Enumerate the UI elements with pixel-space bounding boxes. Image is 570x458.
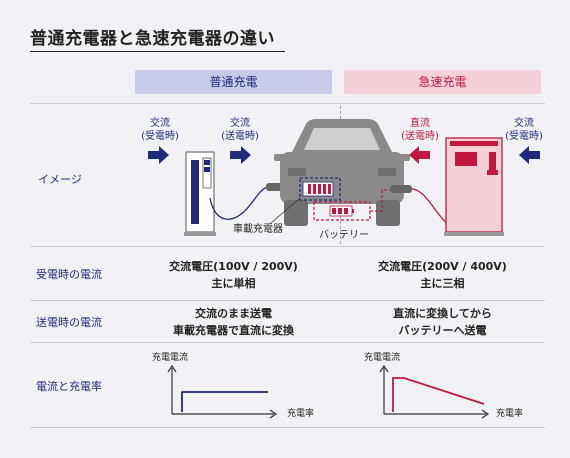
normal-in-label-1: 交流 <box>150 116 170 129</box>
receive-fast-cell: 交流電圧(200V / 400V) 主に三相 <box>344 258 541 292</box>
fast-graph-xlabel: 充電率 <box>496 407 523 419</box>
onboard-charger-pointer <box>269 197 301 225</box>
row-label-send: 送電時の電流 <box>36 316 102 329</box>
send-normal-line1: 交流のまま送電 <box>195 307 272 320</box>
arrow-left-icon <box>519 146 540 164</box>
arrow-right-icon <box>230 146 251 164</box>
column-header-fast: 急速充電 <box>344 70 541 94</box>
receive-fast-line1: 交流電圧(200V / 400V) <box>378 260 507 273</box>
fast-out-label-1: 直流 <box>410 116 430 129</box>
receive-fast-line2: 主に三相 <box>420 277 465 290</box>
row-label-curve: 電流と充電率 <box>36 380 102 393</box>
fast-charger-icon <box>444 137 504 236</box>
receive-normal-cell: 交流電圧(100V / 200V) 主に単相 <box>135 258 332 292</box>
page-title: 普通充電器と急速充電器の違い <box>30 29 275 49</box>
onboard-charger-icon <box>302 181 334 197</box>
normal-graph-ylabel: 充電電流 <box>152 351 188 363</box>
battery-icon <box>329 205 354 217</box>
normal-in-label-2: (受電時) <box>141 130 179 142</box>
row-divider <box>30 103 545 104</box>
arrow-right-icon <box>148 146 169 164</box>
fast-current-line <box>392 377 485 412</box>
receive-normal-line2: 主に単相 <box>211 277 256 290</box>
row-label-receive: 受電時の電流 <box>36 268 102 281</box>
row-divider <box>30 342 545 343</box>
fast-curve-graph: 充電電流 充電率 <box>364 351 523 419</box>
row-divider <box>30 427 545 428</box>
normal-cable <box>209 186 269 220</box>
fast-in-label-2: (受電時) <box>505 130 543 142</box>
arrow-left-icon <box>409 146 430 164</box>
receive-normal-line1: 交流電圧(100V / 200V) <box>169 260 298 273</box>
send-normal-line2: 車載充電器で直流に変換 <box>173 324 294 337</box>
normal-out-label-1: 交流 <box>230 116 250 129</box>
normal-out-label-2: (送電時) <box>221 129 259 142</box>
title-underline <box>30 51 285 52</box>
row-divider <box>30 246 545 247</box>
normal-curve-graph: 充電電流 充電率 <box>152 351 314 419</box>
onboard-charger-label: 車載充電器 <box>233 222 283 235</box>
send-fast-cell: 直流に変換してから バッテリーへ送電 <box>344 305 541 339</box>
onboard-charger-box <box>299 177 341 201</box>
fast-graph-ylabel: 充電電流 <box>364 351 400 363</box>
fast-in-label-1: 交流 <box>514 116 534 129</box>
row-divider <box>30 300 545 301</box>
send-normal-cell: 交流のまま送電 車載充電器で直流に変換 <box>135 305 332 339</box>
normal-current-line <box>181 391 268 412</box>
battery-label: バッテリー <box>319 229 369 241</box>
normal-graph-xlabel: 充電率 <box>287 407 314 419</box>
fast-plug <box>390 185 412 193</box>
row-label-image: イメージ <box>38 173 82 186</box>
normal-charger-icon <box>184 151 216 236</box>
column-header-normal: 普通充電 <box>135 70 332 94</box>
send-fast-line2: バッテリーへ送電 <box>398 324 487 337</box>
fast-out-label-2: (送電時) <box>401 129 439 142</box>
send-fast-line1: 直流に変換してから <box>393 307 492 320</box>
